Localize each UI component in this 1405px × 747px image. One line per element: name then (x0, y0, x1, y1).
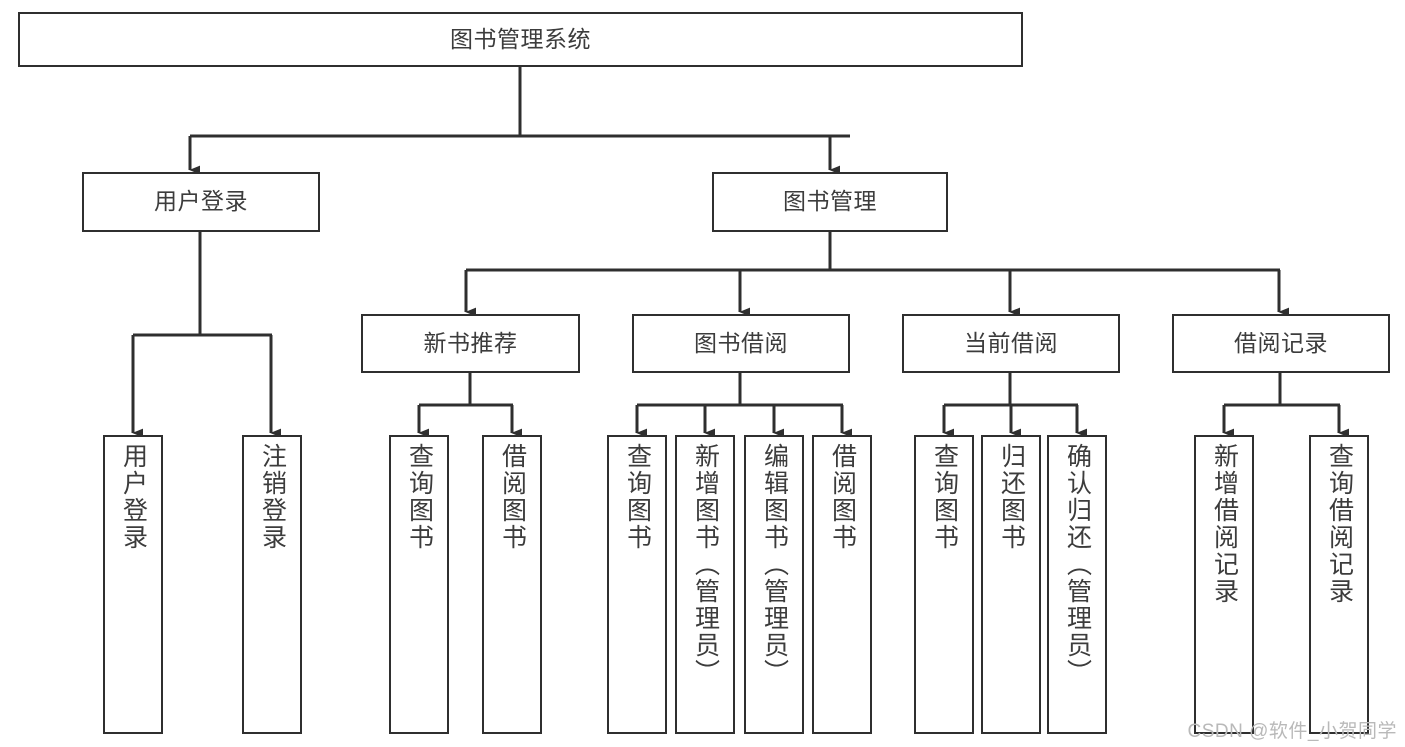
node-book-management-label: 图书管理 (783, 188, 877, 215)
node-leaf-query-record[interactable]: 查询借阅记录 (1309, 435, 1369, 734)
node-new-book-recommend[interactable]: 新书推荐 (361, 314, 580, 373)
node-book-borrow[interactable]: 图书借阅 (632, 314, 850, 373)
node-leaf-query-record-label: 查询借阅记录 (1325, 443, 1354, 605)
node-borrow-record-label: 借阅记录 (1234, 329, 1328, 356)
node-user-login-label: 用户登录 (154, 188, 248, 215)
node-current-borrow[interactable]: 当前借阅 (902, 314, 1120, 373)
node-leaf-add-book[interactable]: 新增图书（管理员） (675, 435, 735, 734)
node-leaf-borrow-book-1[interactable]: 借阅图书 (482, 435, 542, 734)
node-leaf-query-book-2-label: 查询图书 (623, 443, 652, 551)
node-leaf-user-login-label: 用户登录 (119, 443, 148, 551)
node-current-borrow-label: 当前借阅 (964, 329, 1058, 356)
node-leaf-query-book-3[interactable]: 查询图书 (914, 435, 974, 734)
node-leaf-add-record-label: 新增借阅记录 (1210, 443, 1239, 605)
node-leaf-borrow-book-2-label: 借阅图书 (828, 443, 857, 551)
node-leaf-return-book[interactable]: 归还图书 (981, 435, 1041, 734)
node-leaf-logout-login[interactable]: 注销登录 (242, 435, 302, 734)
node-leaf-query-book-1[interactable]: 查询图书 (389, 435, 449, 734)
node-book-management[interactable]: 图书管理 (712, 172, 948, 232)
node-leaf-query-book-3-label: 查询图书 (930, 443, 959, 551)
node-leaf-query-book-2[interactable]: 查询图书 (607, 435, 667, 734)
node-leaf-edit-book[interactable]: 编辑图书（管理员） (744, 435, 804, 734)
node-leaf-query-book-1-label: 查询图书 (405, 443, 434, 551)
node-leaf-borrow-book-2[interactable]: 借阅图书 (812, 435, 872, 734)
node-leaf-borrow-book-1-label: 借阅图书 (498, 443, 527, 551)
node-leaf-return-book-label: 归还图书 (997, 443, 1026, 551)
node-leaf-edit-book-label: 编辑图书（管理员） (760, 443, 789, 686)
node-leaf-user-login[interactable]: 用户登录 (103, 435, 163, 734)
node-leaf-add-book-label: 新增图书（管理员） (691, 443, 720, 686)
node-leaf-confirm-return[interactable]: 确认归还（管理员） (1047, 435, 1107, 734)
node-leaf-confirm-return-label: 确认归还（管理员） (1063, 443, 1092, 686)
node-book-borrow-label: 图书借阅 (694, 329, 788, 356)
node-leaf-add-record[interactable]: 新增借阅记录 (1194, 435, 1254, 734)
node-root[interactable]: 图书管理系统 (18, 12, 1023, 67)
node-new-book-recommend-label: 新书推荐 (423, 329, 518, 356)
node-borrow-record[interactable]: 借阅记录 (1172, 314, 1390, 373)
node-leaf-logout-login-label: 注销登录 (258, 443, 287, 551)
node-user-login[interactable]: 用户登录 (82, 172, 320, 232)
node-root-label: 图书管理系统 (450, 25, 591, 52)
